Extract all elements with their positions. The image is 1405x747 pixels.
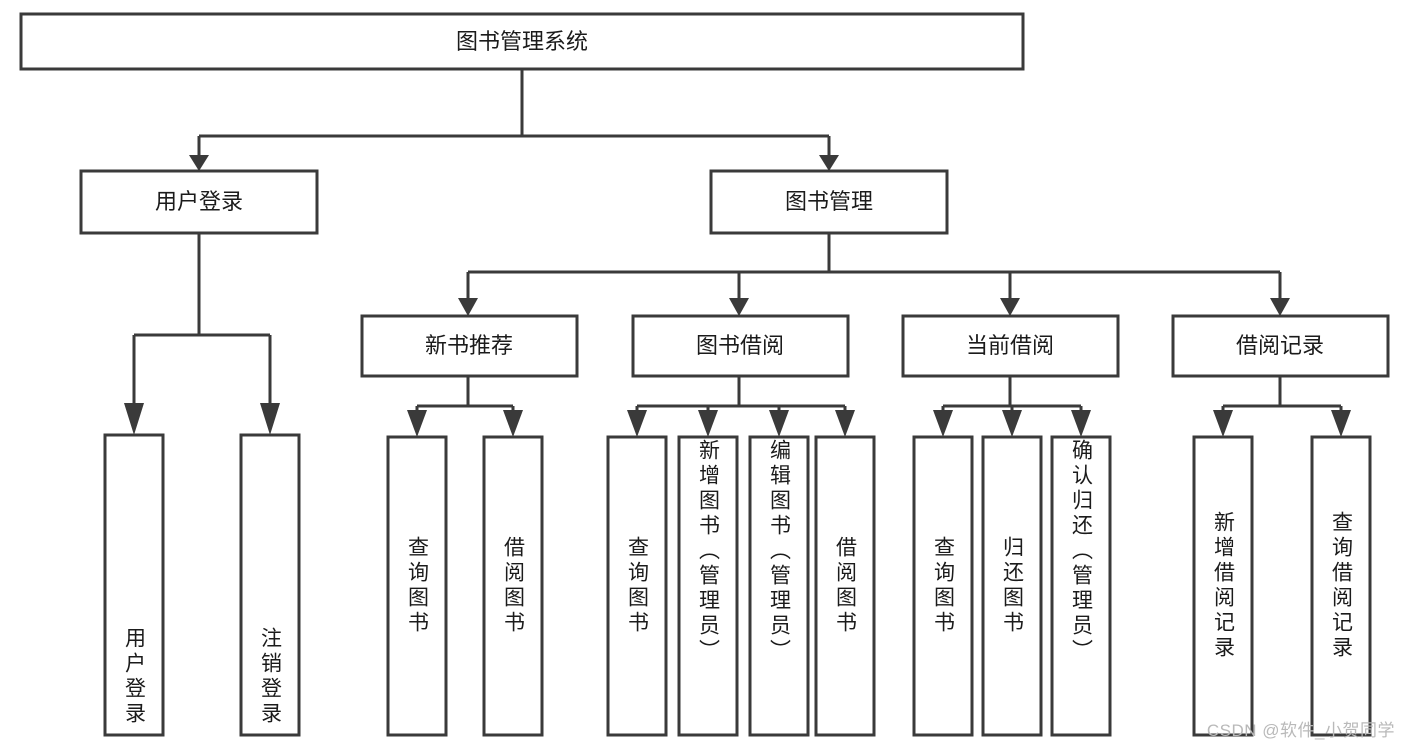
node-leaf-query-book-2-box[interactable] xyxy=(606,435,668,737)
node-leaf-add-record-label: 新增借阅记录 xyxy=(1211,511,1235,661)
node-leaf-query-record-box[interactable] xyxy=(1310,435,1372,737)
node-leaf-add-book-label: 新增图书（管理员） xyxy=(696,439,720,664)
node-leaf-borrow-book-2-box[interactable] xyxy=(814,435,876,737)
node-leaf-query-book-1-label: 查询图书 xyxy=(405,536,429,636)
node-leaf-user-login-textwrap: 用户登录 xyxy=(122,627,146,727)
arrow-leaf-logout xyxy=(260,403,280,435)
node-current-borrow-label: 当前借阅 xyxy=(966,333,1054,358)
node-leaf-add-record-box[interactable] xyxy=(1192,435,1254,737)
node-leaf-add-record[interactable]: 新增借阅记录 xyxy=(1192,435,1254,737)
node-leaf-query-book-2-textwrap: 查询图书 xyxy=(625,536,649,636)
node-leaf-user-login-label: 用户登录 xyxy=(122,627,146,727)
node-leaf-borrow-book-1-box[interactable] xyxy=(482,435,544,737)
node-leaf-user-login[interactable]: 用户登录 xyxy=(103,433,165,737)
node-new-book-rec[interactable]: 新书推荐 xyxy=(360,314,579,378)
node-leaf-return-book-textwrap: 归还图书 xyxy=(1000,536,1024,636)
arrow-user-login xyxy=(189,155,209,171)
arrow-leaf-borrow-book-2 xyxy=(835,410,855,437)
node-current-borrow[interactable]: 当前借阅 xyxy=(901,314,1120,378)
node-book-borrow-box[interactable] xyxy=(631,314,850,378)
node-leaf-logout-textwrap: 注销登录 xyxy=(258,627,282,727)
node-user-login-box[interactable] xyxy=(79,169,319,235)
node-leaf-borrow-book-2[interactable]: 借阅图书 xyxy=(814,435,876,737)
node-current-borrow-box[interactable] xyxy=(901,314,1120,378)
arrow-leaf-query-book-1 xyxy=(407,410,427,437)
node-user-login-label: 用户登录 xyxy=(155,189,243,214)
csdn-watermark: CSDN @软件_小贺同学 xyxy=(1206,721,1395,740)
node-root-box[interactable] xyxy=(19,12,1025,71)
node-leaf-edit-book-box[interactable] xyxy=(748,435,810,737)
node-user-login[interactable]: 用户登录 xyxy=(79,169,319,235)
node-book-borrow-label: 图书借阅 xyxy=(696,333,784,358)
node-leaf-logout-label: 注销登录 xyxy=(258,627,282,727)
node-leaf-query-book-1-box[interactable] xyxy=(386,435,448,737)
node-new-book-rec-label: 新书推荐 xyxy=(425,333,513,358)
arrow-leaf-user-login xyxy=(124,403,144,435)
arrow-leaf-add-record xyxy=(1213,410,1233,437)
node-leaf-edit-book-textwrap: 编辑图书（管理员） xyxy=(767,439,791,664)
arrow-leaf-edit-book xyxy=(769,410,789,437)
arrow-leaf-return-book xyxy=(1002,410,1022,437)
node-leaf-edit-book-label: 编辑图书（管理员） xyxy=(767,439,791,664)
arrow-leaf-query-book-3 xyxy=(933,410,953,437)
node-borrow-record-label: 借阅记录 xyxy=(1236,333,1324,358)
node-leaf-query-book-1-textwrap: 查询图书 xyxy=(405,536,429,636)
node-leaf-query-book-3-box[interactable] xyxy=(912,435,974,737)
node-leaf-borrow-book-2-label: 借阅图书 xyxy=(833,536,857,636)
node-leaf-query-book-2[interactable]: 查询图书 xyxy=(606,435,668,737)
node-leaf-query-book-2-label: 查询图书 xyxy=(625,536,649,636)
node-leaf-query-record[interactable]: 查询借阅记录 xyxy=(1310,435,1372,737)
connector-layer xyxy=(124,69,1351,437)
node-book-borrow[interactable]: 图书借阅 xyxy=(631,314,850,378)
arrow-borrowrecord xyxy=(1270,298,1290,316)
node-book-manage[interactable]: 图书管理 xyxy=(709,169,949,235)
arrow-bookborrow xyxy=(729,298,749,316)
node-leaf-user-login-box[interactable] xyxy=(103,433,165,737)
node-leaf-borrow-book-1-label: 借阅图书 xyxy=(501,536,525,636)
node-leaf-logout[interactable]: 注销登录 xyxy=(239,433,301,737)
node-leaf-return-book-label: 归还图书 xyxy=(1000,536,1024,636)
node-leaf-confirm-return-textwrap: 确认归还（管理员） xyxy=(1069,439,1093,664)
node-root[interactable]: 图书管理系统 xyxy=(19,12,1025,71)
node-leaf-return-book[interactable]: 归还图书 xyxy=(981,435,1043,737)
node-leaf-logout-box[interactable] xyxy=(239,433,301,737)
node-leaf-return-book-box[interactable] xyxy=(981,435,1043,737)
node-leaf-borrow-book-2-textwrap: 借阅图书 xyxy=(833,536,857,636)
node-leaf-query-book-3-label: 查询图书 xyxy=(931,536,955,636)
node-new-book-rec-box[interactable] xyxy=(360,314,579,378)
arrow-newbook xyxy=(458,298,478,316)
node-leaf-confirm-return-label: 确认归还（管理员） xyxy=(1069,439,1093,664)
arrow-leaf-confirm-return xyxy=(1071,410,1091,437)
node-leaf-borrow-book-1[interactable]: 借阅图书 xyxy=(482,435,544,737)
node-leaf-edit-book[interactable]: 编辑图书（管理员） xyxy=(748,435,810,737)
arrow-leaf-query-record xyxy=(1331,410,1351,437)
node-leaf-borrow-book-1-textwrap: 借阅图书 xyxy=(501,536,525,636)
node-leaf-confirm-return[interactable]: 确认归还（管理员） xyxy=(1050,435,1112,737)
node-leaf-query-record-textwrap: 查询借阅记录 xyxy=(1329,511,1353,661)
arrow-book-manage xyxy=(819,155,839,171)
node-book-manage-label: 图书管理 xyxy=(785,189,873,214)
node-leaf-query-record-label: 查询借阅记录 xyxy=(1329,511,1353,661)
node-leaf-add-book-textwrap: 新增图书（管理员） xyxy=(696,439,720,664)
arrow-leaf-add-book xyxy=(698,410,718,437)
node-leaf-query-book-3[interactable]: 查询图书 xyxy=(912,435,974,737)
node-leaf-add-book-box[interactable] xyxy=(677,435,739,737)
arrow-currentborrow xyxy=(1000,298,1020,316)
node-borrow-record[interactable]: 借阅记录 xyxy=(1171,314,1390,378)
arrow-leaf-borrow-book-1 xyxy=(503,410,523,437)
node-root-label: 图书管理系统 xyxy=(456,29,588,54)
node-leaf-query-book-1[interactable]: 查询图书 xyxy=(386,435,448,737)
node-leaf-add-record-textwrap: 新增借阅记录 xyxy=(1211,511,1235,661)
node-book-manage-box[interactable] xyxy=(709,169,949,235)
node-leaf-add-book[interactable]: 新增图书（管理员） xyxy=(677,435,739,737)
node-leaf-confirm-return-box[interactable] xyxy=(1050,435,1112,737)
arrow-leaf-query-book-2 xyxy=(627,410,647,437)
node-leaf-query-book-3-textwrap: 查询图书 xyxy=(931,536,955,636)
node-borrow-record-box[interactable] xyxy=(1171,314,1390,378)
